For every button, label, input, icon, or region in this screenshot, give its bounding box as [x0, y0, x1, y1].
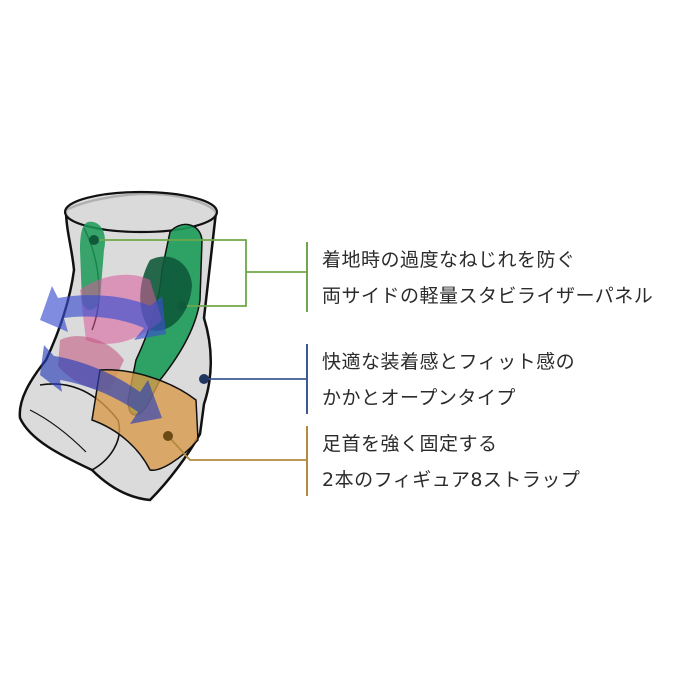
callout-strap: 足首を強く固定する 2本のフィギュア8ストラップ [306, 426, 580, 496]
callout-stabilizer-line-2: 両サイドの軽量スタビライザーパネル [322, 285, 654, 307]
callout-strap-line-1: 足首を強く固定する [322, 433, 498, 455]
callout-heel: 快適な装着感とフィット感の かかとオープンタイプ [306, 344, 575, 414]
support-arrows [40, 286, 166, 424]
callout-strap-line-2: 2本のフィギュア8ストラップ [322, 469, 581, 491]
leader-heel [199, 374, 306, 384]
callout-heel-line-2: かかとオープンタイプ [322, 387, 516, 409]
callout-heel-line-1: 快適な装着感とフィット感の [322, 351, 576, 373]
leader-stabilizer [89, 235, 306, 311]
leader-strap [163, 431, 306, 461]
callout-stabilizer: 着地時の過度なねじれを防ぐ 両サイドの軽量スタビライザーパネル [306, 242, 653, 312]
callout-stabilizer-line-1: 着地時の過度なねじれを防ぐ [322, 249, 576, 271]
